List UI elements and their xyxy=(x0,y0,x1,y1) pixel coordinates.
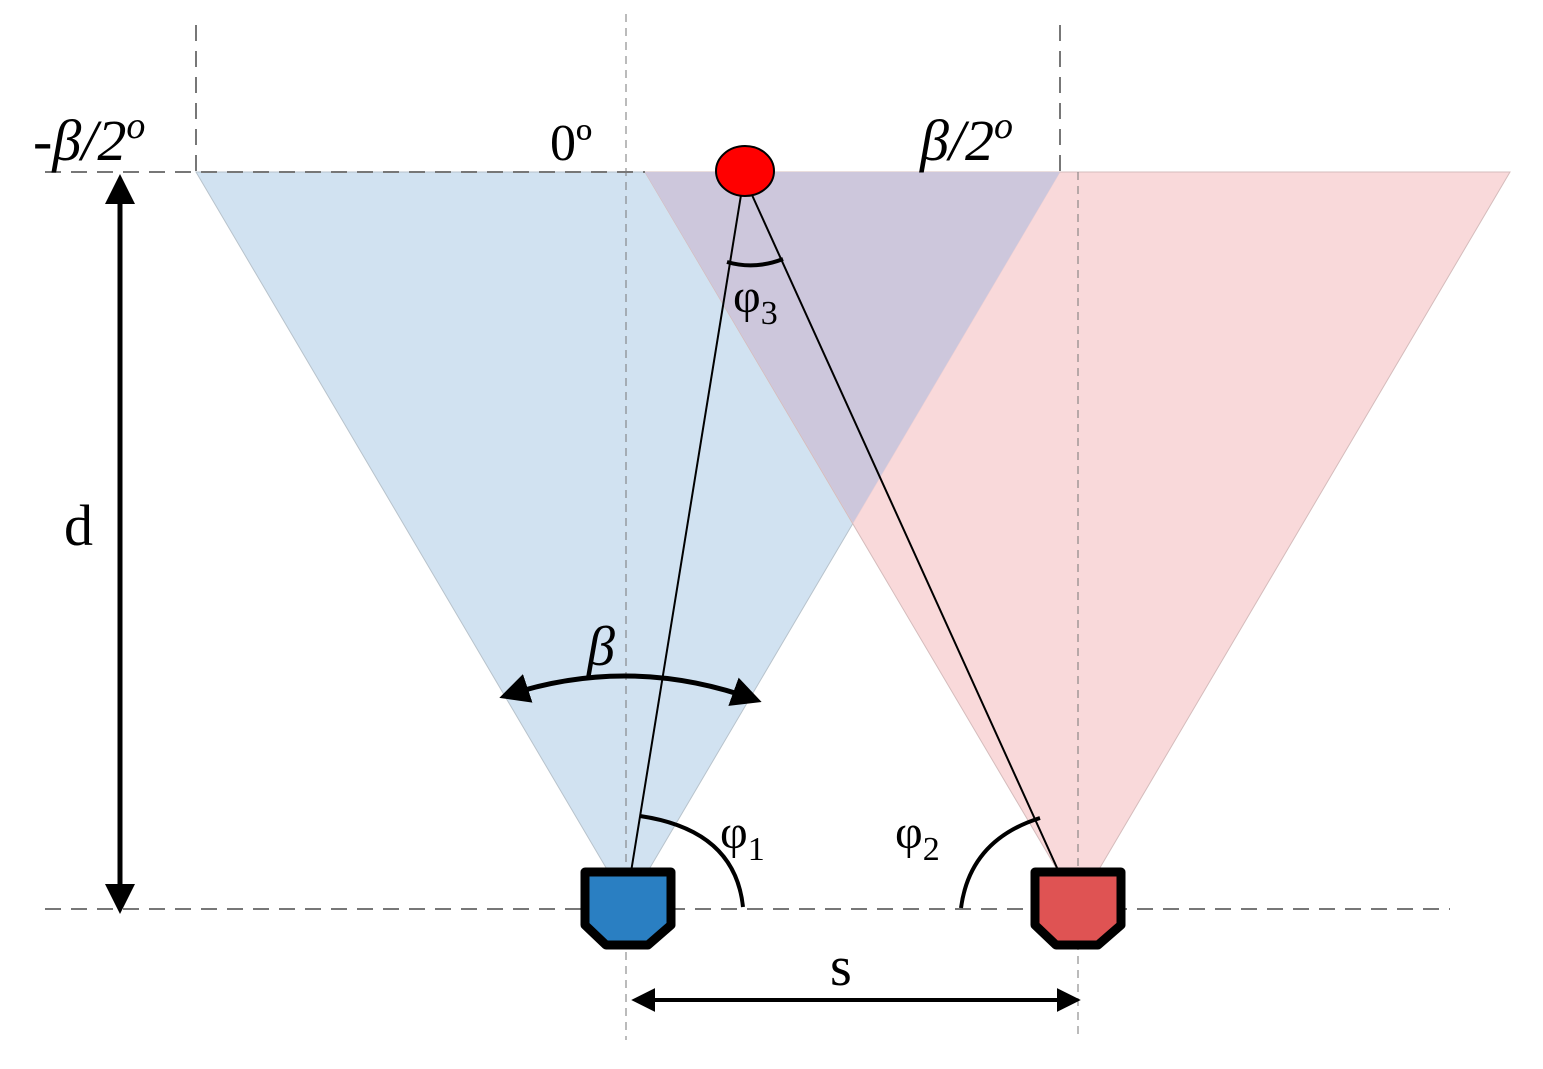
phi1-arc xyxy=(639,814,745,908)
phi1-subscript: 1 xyxy=(748,831,765,868)
target-dot-icon xyxy=(715,145,775,197)
pos-half-angle-sup: o xyxy=(994,105,1013,147)
sensor-icon xyxy=(1030,867,1126,950)
beta-arc xyxy=(499,673,762,706)
neg-half-angle-sup: o xyxy=(126,105,145,147)
neg-half-angle-label: -β/2o xyxy=(33,105,145,173)
zero-angle-label: 0º xyxy=(550,115,592,172)
pos-half-angle-label: β/2o xyxy=(919,105,1013,173)
sensor-icon xyxy=(580,867,676,950)
phi3-subscript: 3 xyxy=(761,295,778,332)
phi3-symbol: φ xyxy=(733,270,761,323)
phi2-arc xyxy=(959,816,1041,909)
pos-half-angle-text: β/2 xyxy=(919,108,994,173)
left-sight-line xyxy=(630,194,742,873)
phi3-label: φ3 xyxy=(733,270,778,332)
phi2-subscript: 2 xyxy=(923,831,940,868)
phi2-symbol: φ xyxy=(895,806,923,859)
phi1-symbol: φ xyxy=(720,806,748,859)
phi1-label: φ1 xyxy=(720,806,765,868)
fov-overlap-region xyxy=(645,172,1060,523)
phi2-label: φ2 xyxy=(895,806,940,868)
phi3-arc xyxy=(726,257,784,268)
neg-half-angle-text: -β/2 xyxy=(33,108,126,173)
separation-label: s xyxy=(830,936,852,998)
distance-label: d xyxy=(64,493,93,558)
fov-angle-label: β xyxy=(586,616,615,678)
right-sight-line xyxy=(751,194,1059,871)
